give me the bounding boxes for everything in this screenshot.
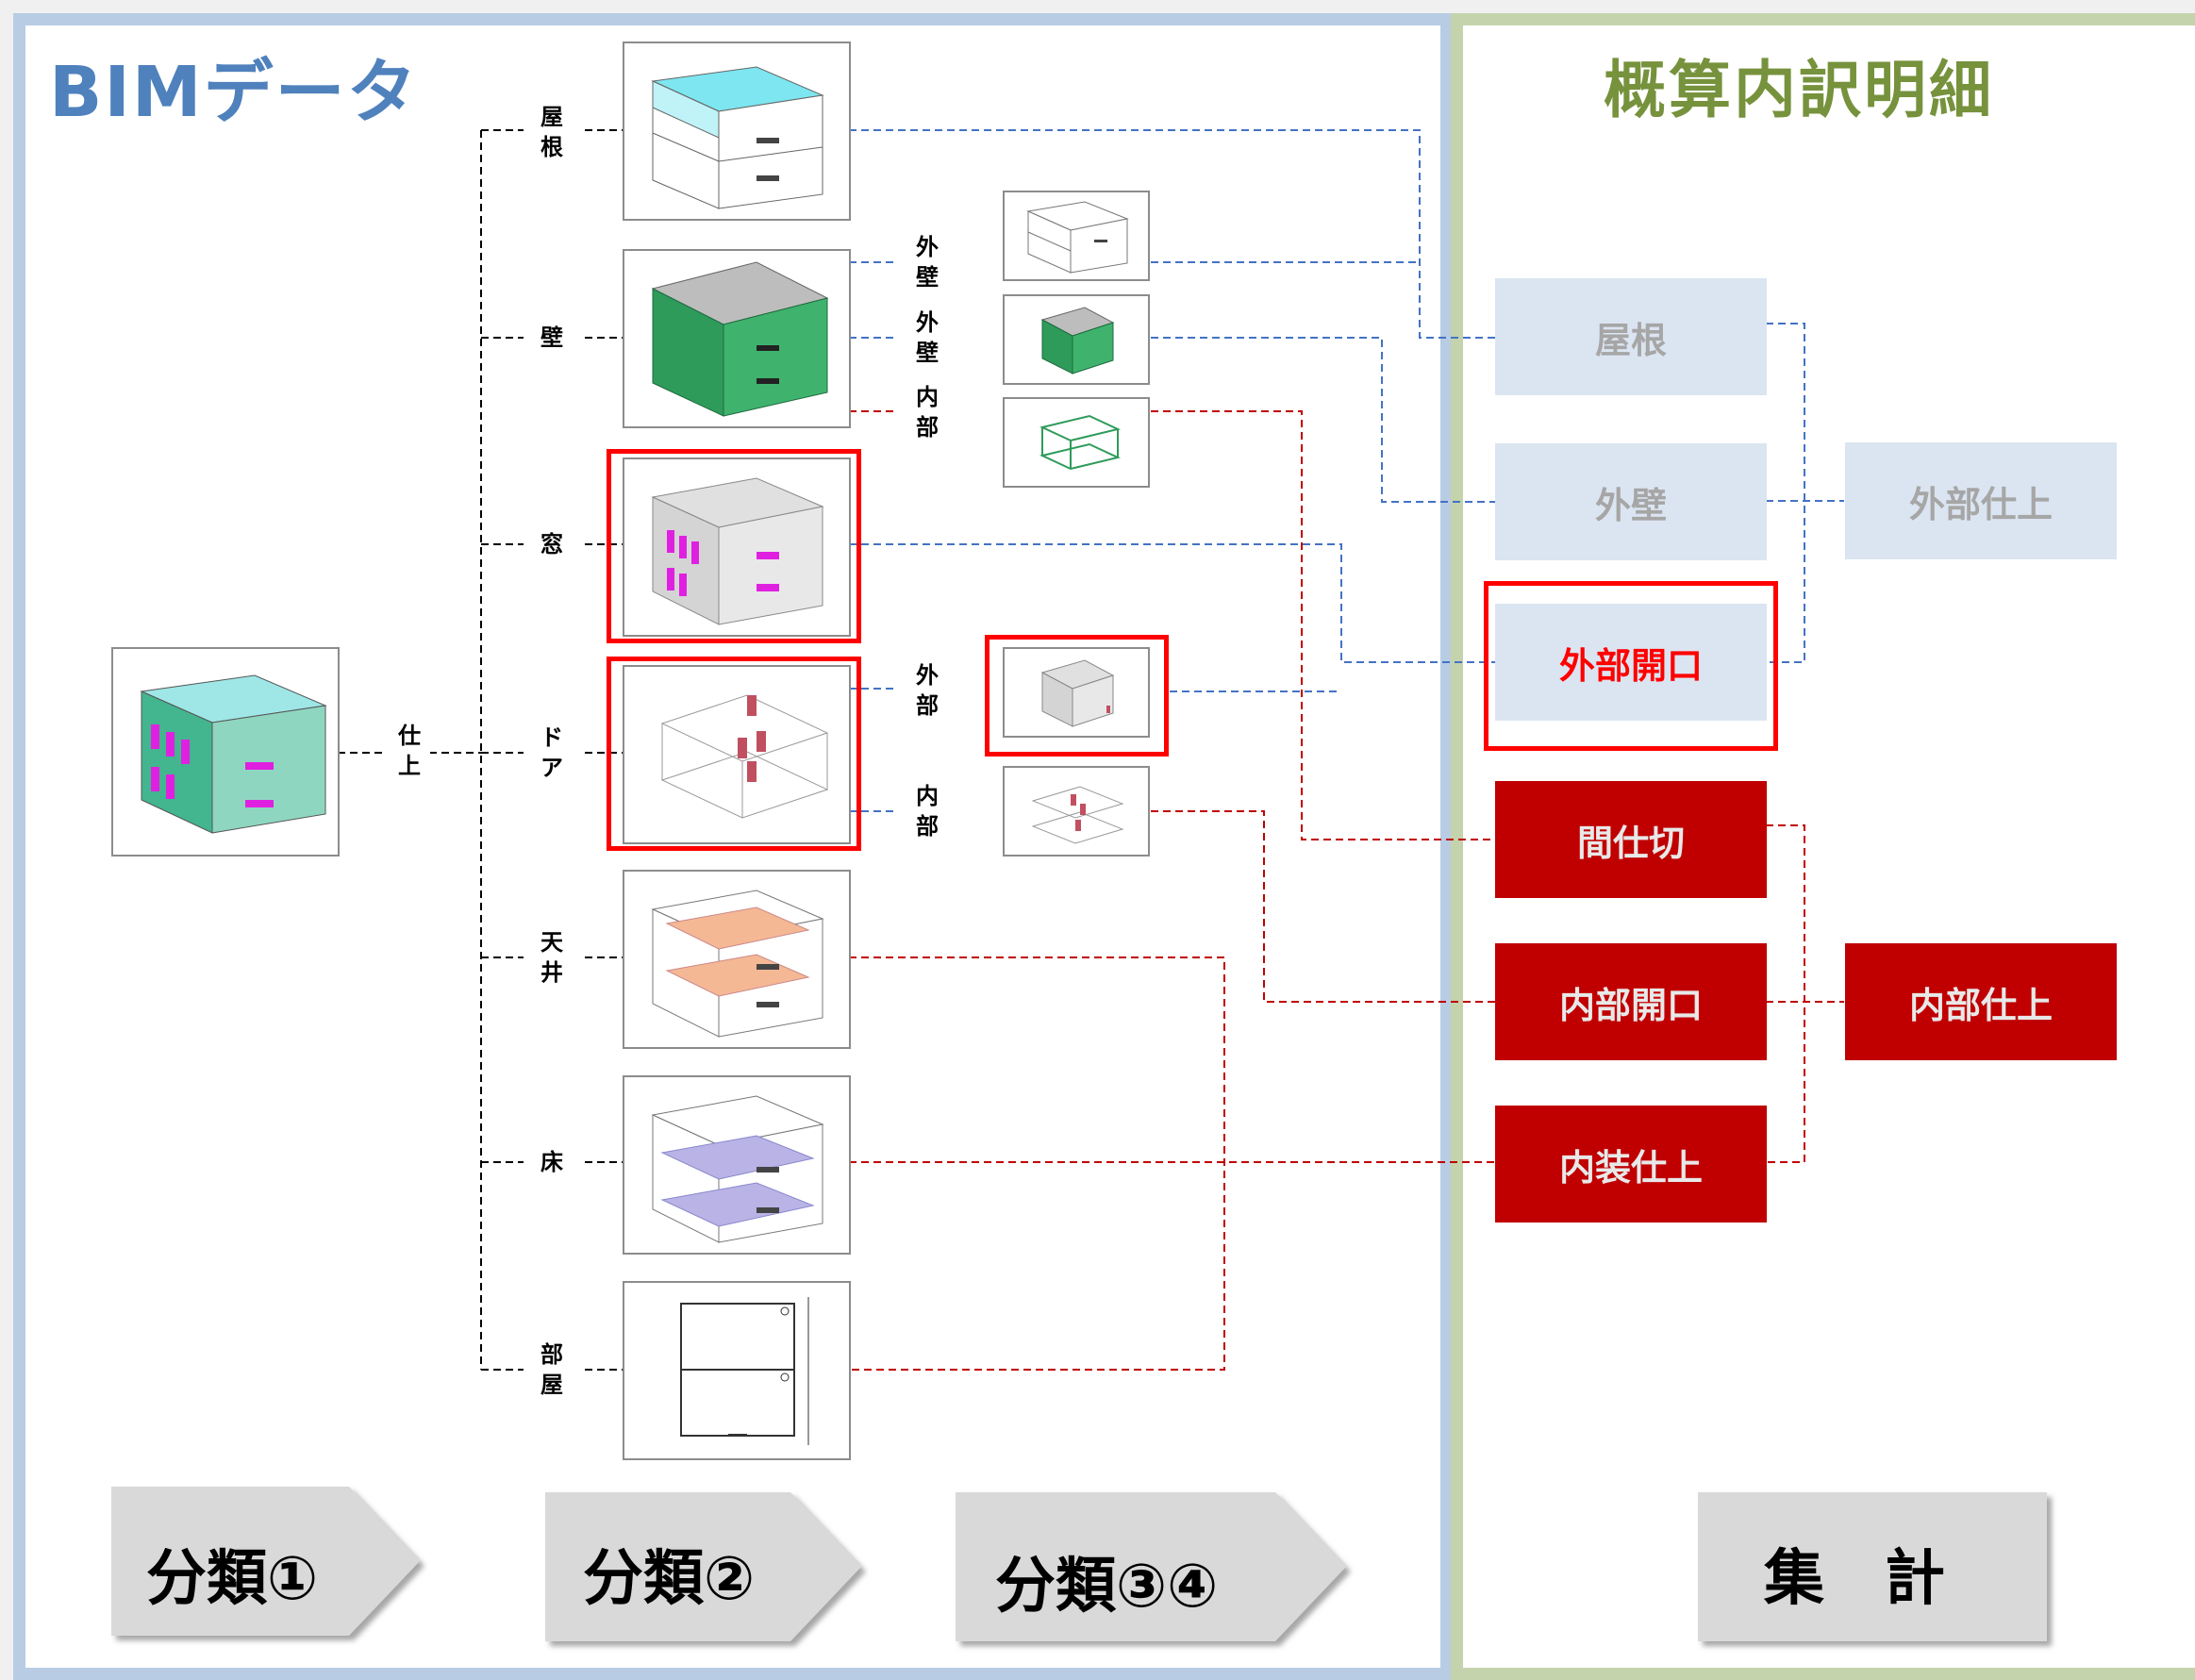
summary-partition: 間仕切	[1495, 781, 1767, 898]
step-label-1: 分類①	[146, 1544, 319, 1614]
level2-label-room: 部屋	[533, 1339, 571, 1400]
door-thumbnail	[623, 665, 851, 844]
window-highlight-frame	[607, 449, 861, 643]
estimate-title: 概算内訳明細	[1604, 54, 1994, 126]
level2-label-ceiling: 天井	[533, 927, 571, 988]
exterior-door-highlight-frame	[985, 635, 1169, 757]
level3-label-interior-wall: 内部	[908, 382, 946, 442]
summary-exterior-wall: 外壁	[1495, 443, 1767, 560]
wall-thumbnail	[623, 249, 851, 428]
step-label-4: 集 計	[1764, 1544, 1945, 1614]
step-box-shape-4	[1698, 1492, 2047, 1641]
step-arrow-shape-2	[545, 1492, 861, 1641]
step-arrow-shape-1	[111, 1487, 420, 1636]
level3-label-exterior-wall-1: 外壁	[908, 232, 946, 292]
floor-thumbnail	[623, 1075, 851, 1255]
level3-label-exterior-door: 外部	[908, 660, 946, 721]
level2-label-wall: 壁	[533, 323, 571, 353]
interior-wall-thumbnail	[1003, 397, 1150, 488]
root-model-thumbnail	[111, 647, 340, 857]
step-arrow-shape-3	[956, 1492, 1346, 1641]
group-exterior-finish: 外部仕上	[1845, 442, 2117, 559]
exterior-wall-1-thumbnail	[1003, 191, 1150, 281]
step-label-2: 分類②	[583, 1544, 756, 1614]
exterior-wall-2-thumbnail	[1003, 294, 1150, 385]
level3-label-interior-door: 内部	[908, 781, 946, 841]
door-highlight-frame	[607, 657, 861, 851]
ceiling-thumbnail	[623, 870, 851, 1049]
summary-roof: 屋根	[1495, 278, 1767, 395]
root-label: 仕上	[389, 721, 430, 781]
summary-exterior-opening: 外部開口	[1495, 604, 1767, 721]
level2-label-door: ドア	[533, 723, 571, 783]
level2-label-floor: 床	[533, 1147, 571, 1177]
level2-label-window: 窓	[533, 529, 571, 559]
room-thumbnail	[623, 1281, 851, 1460]
summary-interior-finish: 内装仕上	[1495, 1106, 1767, 1223]
roof-thumbnail	[623, 42, 851, 221]
bim-data-title: BIMデータ	[49, 52, 419, 133]
group-interior-finish: 内部仕上	[1845, 943, 2117, 1060]
exterior-opening-highlight-frame	[1484, 581, 1778, 751]
exterior-door-thumbnail	[1003, 647, 1150, 738]
window-thumbnail	[623, 457, 851, 637]
level2-label-roof: 屋根	[533, 102, 571, 162]
step-label-3: 分類③④	[995, 1552, 1219, 1622]
level3-label-exterior-wall-2: 外壁	[908, 308, 946, 368]
interior-door-thumbnail	[1003, 766, 1150, 857]
summary-interior-opening: 内部開口	[1495, 943, 1767, 1060]
